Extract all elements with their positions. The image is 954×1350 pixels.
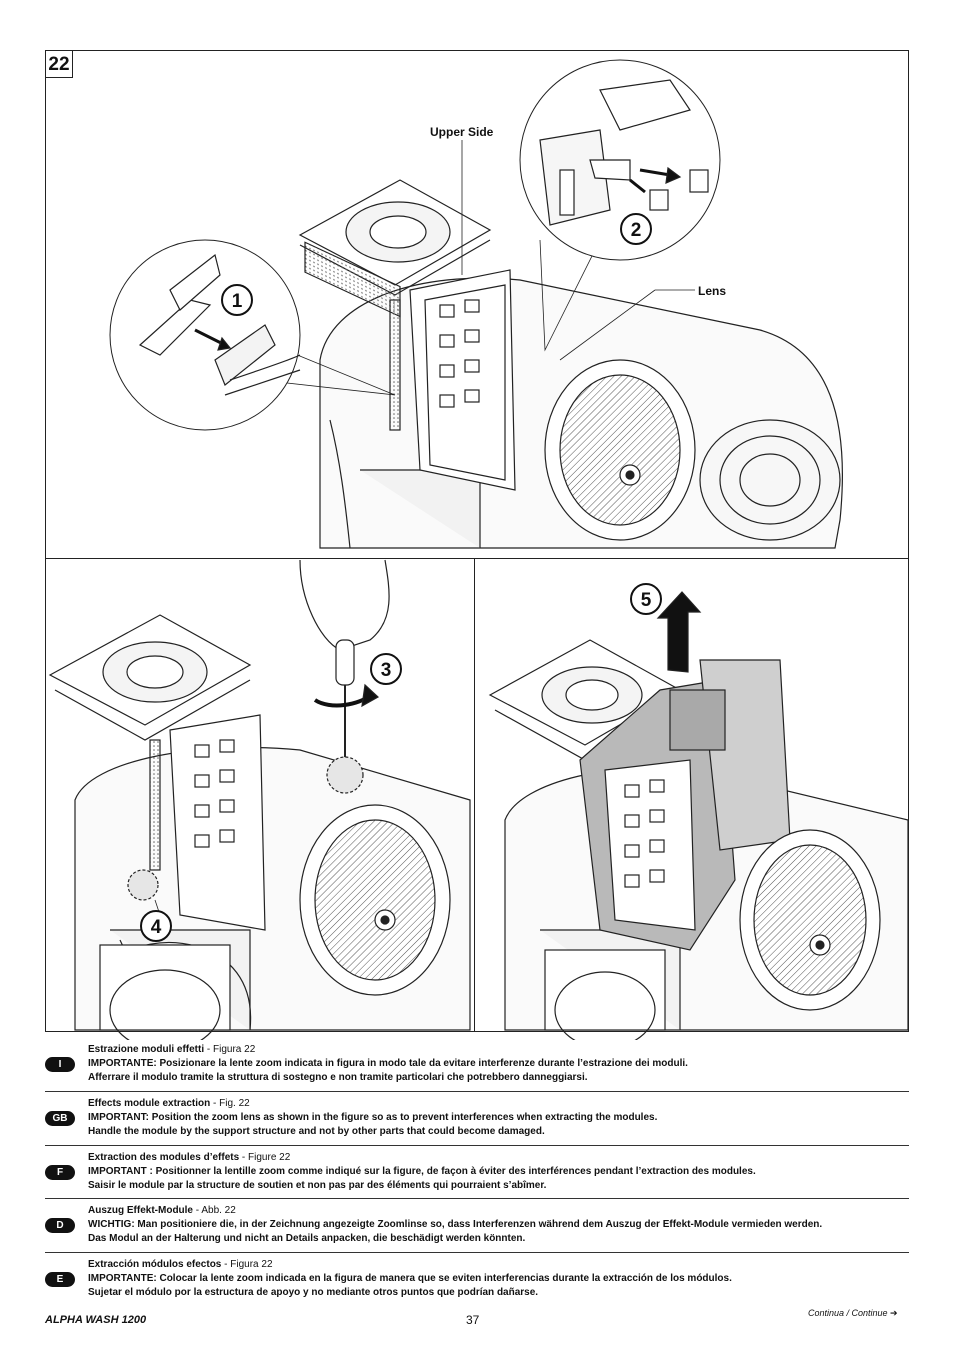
instruction-block-f: F Extraction des modules d’effets - Figu… (45, 1145, 909, 1198)
extracted-module (579, 659, 791, 951)
instruction-line-2: Handle the module by the support structu… (88, 1126, 545, 1137)
continue-link[interactable]: Continua / Continue ➔ (808, 1308, 898, 1318)
language-badge: F (45, 1165, 75, 1180)
instruction-title: Extracción módulos efectos (88, 1259, 222, 1270)
instruction-title: Effects module extraction (88, 1098, 211, 1109)
instruction-text: Estrazione moduli effetti - Figura 22 IM… (88, 1043, 908, 1085)
technical-drawing (48, 59, 909, 1040)
bottom-left-drawing (48, 559, 471, 1040)
lens-barrel-top (699, 419, 841, 541)
instruction-line-1: IMPORTANT: Position the zoom lens as sho… (88, 1112, 658, 1123)
step-1: 1 (221, 284, 253, 316)
instruction-line-1: IMPORTANTE: Colocar la lente zoom indica… (88, 1273, 732, 1284)
instruction-block-gb: GB Effects module extraction - Fig. 22 I… (45, 1091, 909, 1144)
instruction-block-e: E Extracción módulos efectos - Figura 22… (45, 1252, 909, 1305)
instruction-text: Effects module extraction - Fig. 22 IMPO… (88, 1097, 908, 1139)
instruction-line-2: Sujetar el módulo por la estructura de a… (88, 1287, 539, 1298)
label-upper-side: Upper Side (430, 125, 494, 139)
instruction-line-1: IMPORTANT : Positionner la lentille zoom… (88, 1166, 756, 1177)
footer-model-name: ALPHA WASH 1200 (45, 1314, 147, 1326)
screwdriver-hand (299, 559, 390, 770)
figure-frame (45, 50, 909, 1032)
step-3: 3 (370, 653, 402, 685)
instruction-title: Auszug Effekt-Module (88, 1205, 193, 1216)
language-badge: I (45, 1057, 75, 1072)
fan-bottom-left (48, 614, 252, 741)
page-number: 37 (466, 1313, 480, 1327)
instruction-line-2: Das Modul an der Halterung und nicht an … (88, 1233, 526, 1244)
figure-reference: - Fig. 22 (210, 1098, 250, 1109)
fan-bottom-right (488, 639, 682, 761)
instruction-line-1: WICHTIG: Man positioniere die, in der Ze… (88, 1219, 823, 1230)
lens-wheel-top (544, 359, 696, 541)
bottom-right-drawing (488, 591, 909, 1040)
fan-top (298, 179, 492, 318)
instruction-block-it: I Estrazione moduli effetti - Figura 22 … (45, 1038, 909, 1090)
language-badge: D (45, 1218, 75, 1233)
instruction-line-1: IMPORTANTE: Posizionare la lente zoom in… (88, 1058, 688, 1069)
label-lens: Lens (698, 284, 727, 298)
panel-divider-horizontal (45, 558, 909, 559)
figure-reference: - Figura 22 (221, 1259, 273, 1270)
step-5: 5 (630, 583, 662, 615)
step-4: 4 (140, 910, 172, 942)
instruction-text: Auszug Effekt-Module - Abb. 22 WICHTIG: … (88, 1204, 908, 1246)
panel-divider-vertical (474, 558, 475, 1032)
pcb-modules-top (389, 269, 516, 491)
instruction-line-2: Saisir le module par la structure de sou… (88, 1180, 547, 1191)
instruction-text: Extracción módulos efectos - Figura 22 I… (88, 1258, 908, 1300)
pcb-modules-bottom-left (149, 714, 266, 931)
instruction-block-d: D Auszug Effekt-Module - Abb. 22 WICHTIG… (45, 1198, 909, 1251)
language-badge: GB (45, 1111, 75, 1126)
instruction-text: Extraction des modules d’effets - Figure… (88, 1151, 908, 1193)
figure-reference: - Figure 22 (239, 1152, 291, 1163)
figure-reference: - Figura 22 (204, 1044, 256, 1055)
instruction-line-2: Afferrare il modulo tramite la struttura… (88, 1072, 588, 1083)
step-2: 2 (620, 213, 652, 245)
detail-circle-1 (109, 239, 396, 431)
figure-number: 22 (45, 50, 73, 78)
top-panel-drawing (109, 59, 843, 549)
detail-circle-2 (519, 59, 721, 352)
instruction-title: Extraction des modules d’effets (88, 1152, 240, 1163)
language-badge: E (45, 1272, 75, 1287)
figure-reference: - Abb. 22 (193, 1205, 236, 1216)
lens-wheel-bottom-right (739, 829, 881, 1011)
instruction-title: Estrazione moduli effetti (88, 1044, 205, 1055)
lens-wheel-bottom-left (299, 804, 451, 996)
